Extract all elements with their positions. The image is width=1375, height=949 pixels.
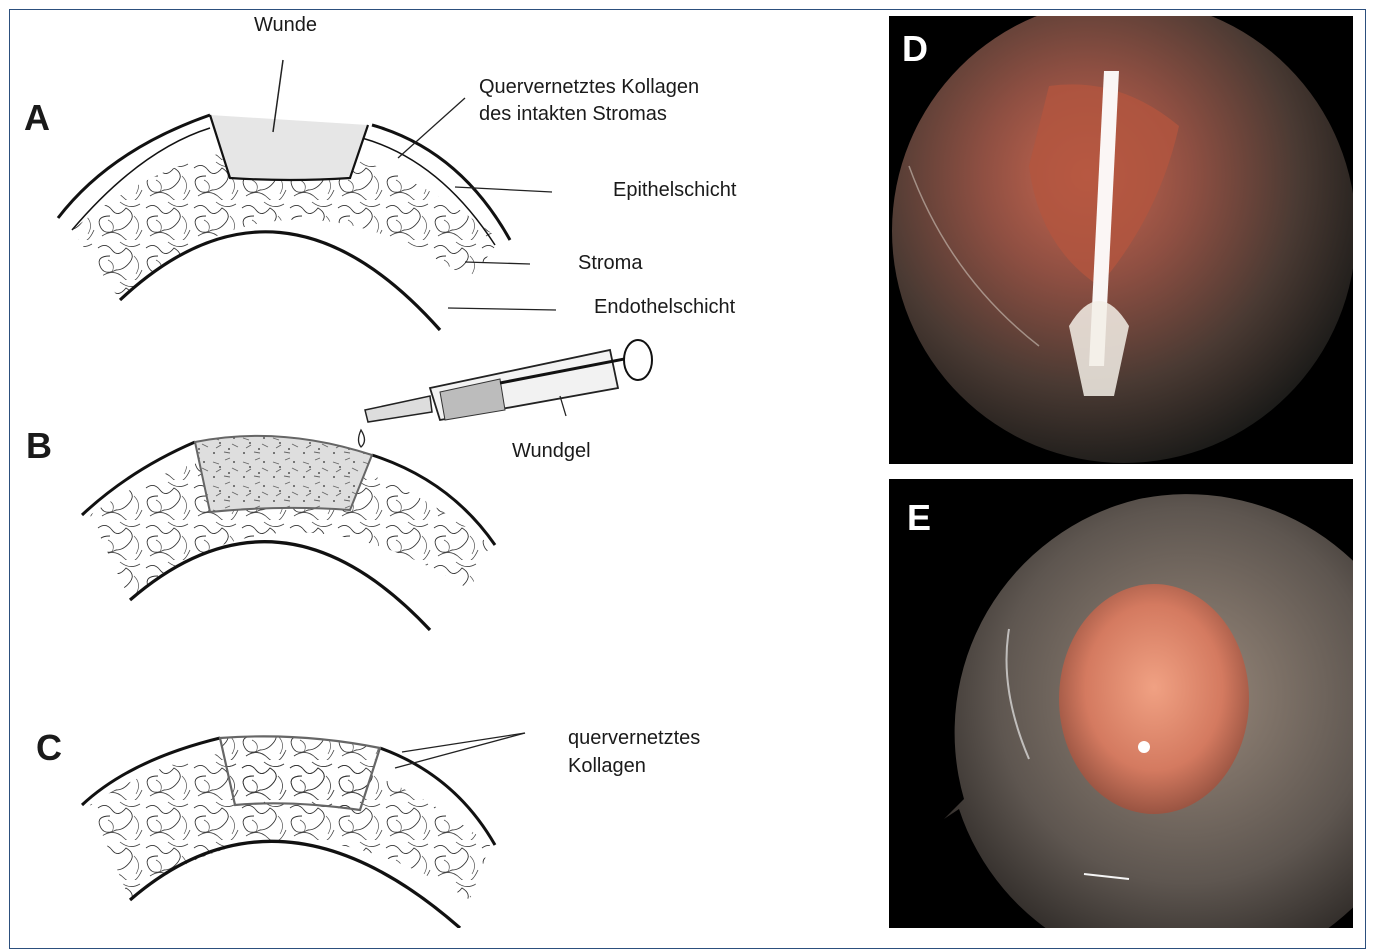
slit-lamp-photo-d	[889, 16, 1353, 464]
label-endothelium: Endothelschicht	[594, 294, 735, 321]
label-crosslinked-c-line2: Kollagen	[568, 753, 646, 780]
syringe-drawing	[359, 340, 653, 447]
cornea-drawing-c	[80, 690, 510, 928]
panel-letter-a: A	[24, 97, 50, 139]
label-crosslinked-collagen-line1: Quervernetztes Kollagen	[479, 74, 699, 101]
label-wound-gel: Wundgel	[512, 438, 591, 465]
label-epithelium: Epithelschicht	[613, 177, 736, 204]
label-wound: Wunde	[254, 12, 317, 39]
panel-letter-d: D	[902, 28, 928, 70]
panel-letter-c: C	[36, 727, 62, 769]
cornea-drawing-a	[58, 100, 520, 340]
label-crosslinked-collagen-line2: des intakten Stromas	[479, 101, 667, 128]
cornea-drawing-b	[80, 400, 510, 640]
label-stroma: Stroma	[578, 250, 642, 277]
label-crosslinked-c-line1: quervernetztes	[568, 725, 700, 752]
panel-letter-b: B	[26, 425, 52, 467]
panel-letter-e: E	[907, 497, 931, 539]
slit-lamp-photo-e	[889, 479, 1353, 928]
